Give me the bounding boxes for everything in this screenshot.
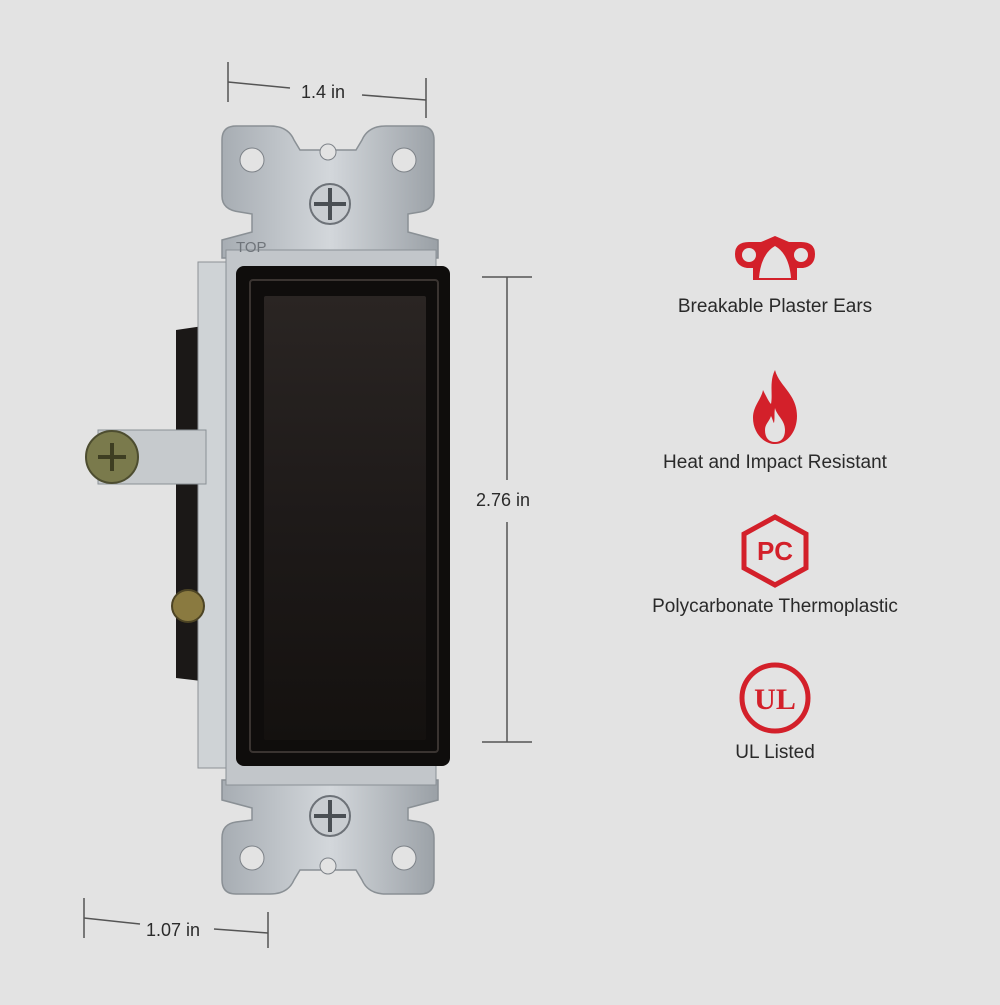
- pc-hexagon-icon: PC: [741, 514, 809, 588]
- depth-dimension-label: 1.07 in: [146, 920, 201, 940]
- height-dimension-label: 2.76 in: [476, 490, 531, 510]
- feature-label: UL Listed: [735, 742, 815, 763]
- ground-terminal: [85, 429, 207, 485]
- feature-ul-listed: UL UL Listed: [610, 660, 940, 764]
- feature-label: Polycarbonate Thermoplastic: [652, 596, 898, 617]
- feature-plaster-ears: Breakable Plaster Ears: [610, 232, 940, 318]
- strap-top-marking: TOP: [236, 239, 267, 256]
- plaster-ears-icon: [735, 236, 815, 280]
- feature-label: Heat and Impact Resistant: [663, 452, 887, 473]
- flame-icon: [753, 370, 797, 444]
- bottom-mounting-screw: [309, 795, 351, 837]
- switch-body: [176, 261, 229, 769]
- width-dimension-label: 1.4 in: [301, 82, 346, 102]
- pc-icon-text: PC: [757, 536, 793, 566]
- ul-logo-icon: UL: [739, 662, 811, 734]
- ul-icon-text: UL: [754, 683, 796, 716]
- height-dimension-line: [482, 276, 532, 743]
- rocker-switch: [236, 266, 450, 766]
- feature-heat-resistant: Heat and Impact Resistant: [610, 368, 940, 474]
- top-mounting-screw: [309, 183, 351, 225]
- feature-polycarbonate: PC Polycarbonate Thermoplastic: [610, 514, 940, 618]
- width-dimension-line: [227, 62, 427, 118]
- feature-label: Breakable Plaster Ears: [677, 296, 873, 317]
- depth-dimension-line: [83, 898, 269, 948]
- side-terminal-screw: [171, 589, 205, 623]
